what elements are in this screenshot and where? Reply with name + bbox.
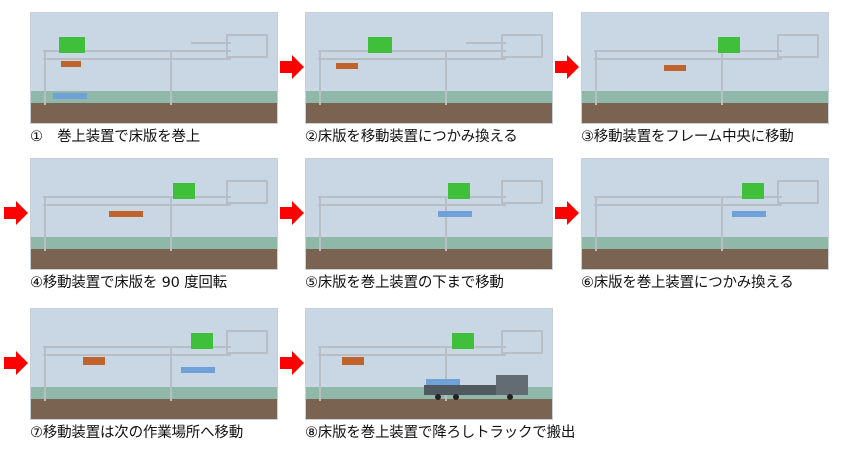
- next-arrow-icon: [280, 55, 304, 79]
- step-3-scene: [582, 13, 828, 123]
- step-6-illustration: [581, 158, 829, 270]
- step-6-scene: [582, 159, 828, 269]
- step-8-caption: ⑧床版を巻上装置で降ろしトラックで搬出: [305, 425, 576, 441]
- step-7-scene: [31, 309, 277, 419]
- next-arrow-icon: [280, 351, 304, 375]
- next-arrow-icon: [4, 201, 28, 225]
- next-arrow-icon: [280, 201, 304, 225]
- step-3-caption: ③移動装置をフレーム中央に移動: [581, 129, 794, 145]
- step-6-caption: ⑥床版を巻上装置につかみ換える: [581, 275, 794, 291]
- step-2-caption: ②床版を移動装置につかみ換える: [305, 129, 518, 145]
- step-5-illustration: [305, 158, 553, 270]
- step-8-illustration: [305, 308, 553, 420]
- step-5-scene: [306, 159, 552, 269]
- next-arrow-icon: [555, 201, 579, 225]
- step-4-scene: [31, 159, 277, 269]
- step-2-illustration: [305, 12, 553, 124]
- step-7-caption: ⑦移動装置は次の作業場所へ移動: [30, 425, 243, 441]
- step-4-caption: ④移動装置で床版を 90 度回転: [30, 275, 227, 291]
- step-8-scene: [306, 309, 552, 419]
- step-5-caption: ⑤床版を巻上装置の下まで移動: [305, 275, 504, 291]
- step-1-caption: ① 巻上装置で床版を巻上: [30, 129, 201, 145]
- step-1-scene: [31, 13, 277, 123]
- step-3-illustration: [581, 12, 829, 124]
- next-arrow-icon: [555, 55, 579, 79]
- next-arrow-icon: [4, 351, 28, 375]
- step-7-illustration: [30, 308, 278, 420]
- step-1-illustration: [30, 12, 278, 124]
- step-2-scene: [306, 13, 552, 123]
- step-4-illustration: [30, 158, 278, 270]
